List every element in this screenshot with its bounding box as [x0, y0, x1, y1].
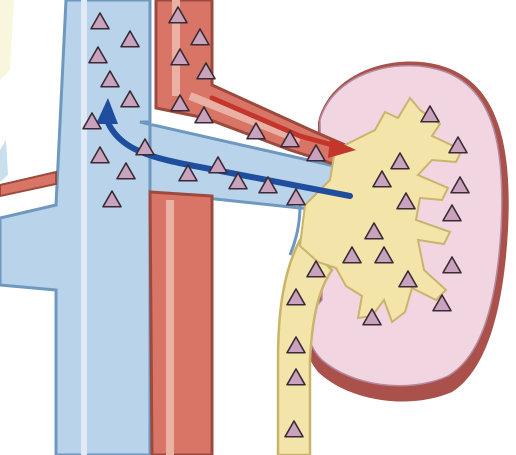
- left-artery-strip: [0, 172, 56, 196]
- background-tint: [0, 0, 14, 80]
- vena-cava: [0, 0, 150, 455]
- aorta-lower: [150, 192, 212, 455]
- background-tint-blue: [0, 140, 8, 182]
